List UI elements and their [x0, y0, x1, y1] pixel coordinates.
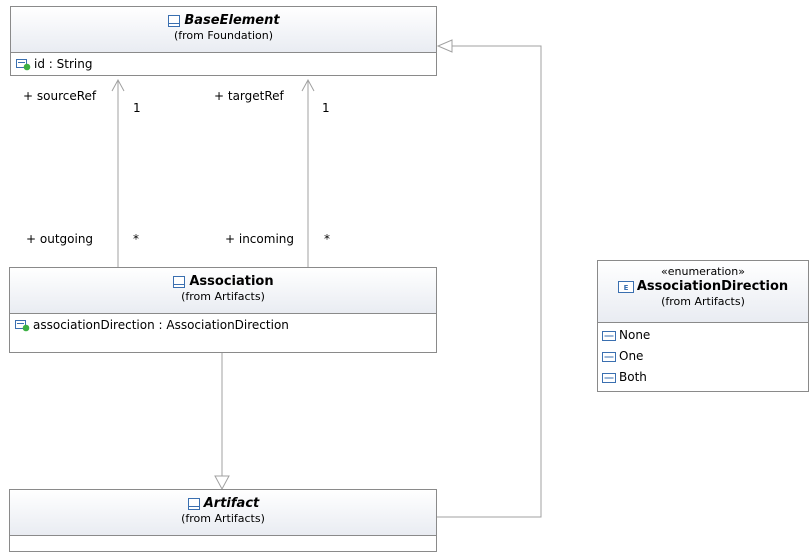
enum-literal-icon — [602, 351, 616, 362]
artifact-to-base-element-generalization — [436, 39, 542, 518]
association-name: Association — [189, 274, 274, 289]
target-ref-role-label: + targetRef — [214, 89, 284, 103]
enum-literal-row[interactable]: Both — [598, 367, 808, 388]
enum-literal-row[interactable]: None — [598, 325, 808, 346]
incoming-role-label: + incoming — [225, 232, 294, 246]
base-element-name: BaseElement — [184, 13, 280, 28]
association-to-artifact-generalization — [214, 353, 230, 491]
class-icon — [187, 498, 200, 510]
attribute-icon — [16, 59, 31, 71]
incoming-multiplicity: * — [324, 232, 330, 246]
enum-literal-text: Both — [619, 370, 647, 384]
artifact-name: Artifact — [203, 496, 260, 511]
source-ref-association-line — [111, 78, 125, 267]
stereotype-label: «enumeration» — [661, 265, 745, 278]
enum-literal-text: One — [619, 349, 644, 363]
class-icon — [173, 276, 186, 288]
class-icon — [168, 15, 181, 27]
enum-literal-icon — [602, 330, 616, 341]
artifact-class[interactable]: Artifact (from Artifacts) — [9, 489, 437, 552]
enum-literal-icon — [602, 372, 616, 383]
association-class[interactable]: Association (from Artifacts) association… — [9, 267, 437, 353]
association-header: Association (from Artifacts) — [10, 268, 436, 314]
source-ref-multiplicity: 1 — [133, 101, 141, 115]
attribute-text: id : String — [34, 57, 93, 71]
association-direction-enum[interactable]: «enumeration» E AssociationDirection (fr… — [597, 260, 809, 392]
association-direction-name: AssociationDirection — [636, 279, 789, 294]
base-element-class[interactable]: BaseElement (from Foundation) id : Strin… — [10, 6, 437, 76]
association-direction-package: (from Artifacts) — [661, 295, 745, 308]
base-element-header: BaseElement (from Foundation) — [11, 7, 436, 53]
svg-text:E: E — [623, 284, 628, 292]
target-ref-association-line — [301, 78, 315, 267]
enum-literal-row[interactable]: One — [598, 346, 808, 367]
attribute-text: associationDirection : AssociationDirect… — [33, 318, 289, 332]
association-direction-header: «enumeration» E AssociationDirection (fr… — [598, 261, 808, 323]
target-ref-multiplicity: 1 — [322, 101, 330, 115]
association-package: (from Artifacts) — [181, 290, 265, 303]
attribute-row[interactable]: id : String — [11, 53, 436, 73]
attribute-icon — [15, 320, 30, 332]
base-element-package: (from Foundation) — [173, 29, 274, 42]
source-ref-role-label: + sourceRef — [23, 89, 97, 103]
enumeration-icon: E — [617, 281, 634, 293]
enum-literal-text: None — [619, 328, 651, 342]
outgoing-role-label: + outgoing — [26, 232, 94, 246]
artifact-package: (from Artifacts) — [181, 512, 265, 525]
outgoing-multiplicity: * — [133, 232, 139, 246]
artifact-header: Artifact (from Artifacts) — [10, 490, 436, 536]
attribute-row[interactable]: associationDirection : AssociationDirect… — [10, 314, 436, 334]
